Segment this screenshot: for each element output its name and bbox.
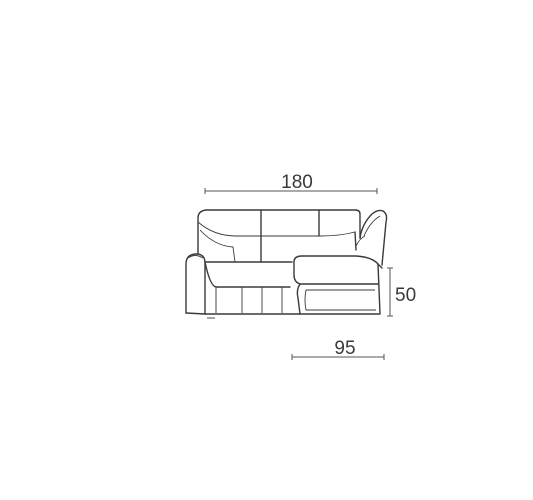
height-dimension: 50: [387, 267, 416, 317]
left-armrest: [185, 253, 206, 315]
width-label: 180: [281, 172, 313, 193]
chaise-seat: [293, 255, 383, 269]
chaise-width-label: 95: [334, 338, 355, 359]
sofa-drawing: [185, 209, 388, 319]
height-label: 50: [395, 285, 416, 306]
chaise-width-dimension: 95: [291, 338, 385, 360]
width-dimension: 180: [204, 172, 378, 194]
corner-backrest: [359, 209, 388, 266]
backrest: [197, 209, 361, 255]
